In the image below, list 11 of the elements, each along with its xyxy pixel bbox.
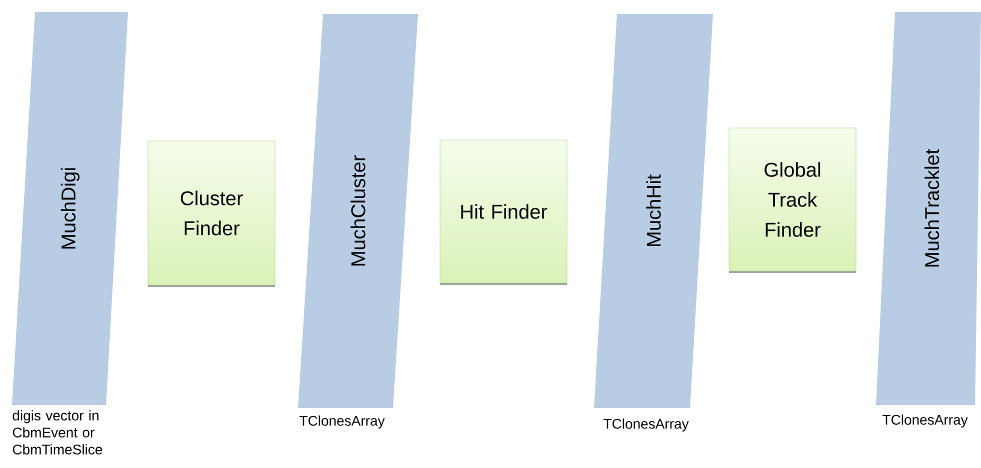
array-note: TClonesArray [300, 415, 385, 429]
array-note: TClonesArray [604, 418, 689, 432]
process-box: Cluster Finder [148, 140, 276, 287]
array-note: digis vector in CbmEvent or CbmTimeSlice [12, 410, 102, 454]
process-box: Global Track Finder [728, 128, 856, 273]
process-box: Hit Finder [440, 140, 568, 285]
data-parallelogram: MuchHit [594, 14, 713, 408]
array-note: TClonesArray [882, 414, 968, 428]
data-parallelogram: MuchDigi [12, 12, 128, 405]
data-parallelogram: MuchCluster [298, 14, 418, 408]
data-parallelogram: MuchTracklet [876, 12, 981, 405]
